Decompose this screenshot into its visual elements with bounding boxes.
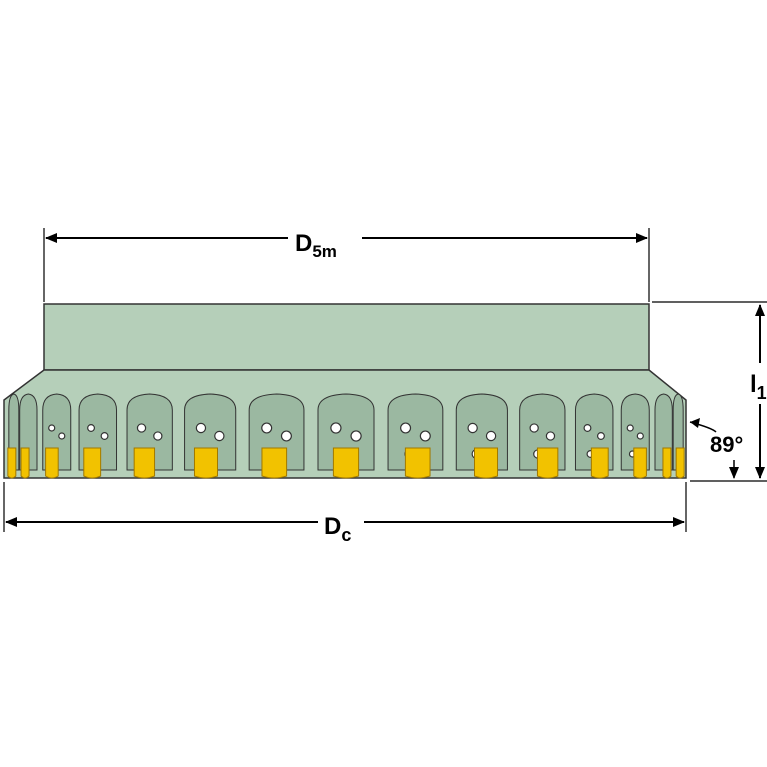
clamp-screw	[583, 424, 592, 432]
cutter-shank	[43, 303, 650, 371]
clamp-screw	[350, 430, 362, 442]
clamp-screw	[529, 423, 539, 433]
insert-pocket	[654, 393, 673, 479]
svg-text:Dc: Dc	[324, 513, 351, 545]
angle-label: 89°	[710, 432, 743, 457]
carbide-insert	[45, 447, 59, 479]
d5m-subscript: 5m	[312, 242, 337, 261]
clamp-screw	[400, 422, 412, 434]
insert-pocket	[42, 393, 72, 479]
insert-pocket	[620, 393, 650, 479]
insert-pocket	[248, 393, 305, 479]
insert-pocket	[455, 393, 508, 479]
d5m-dimension: D5m	[43, 228, 650, 302]
clamp-screw	[636, 432, 644, 440]
clamp-screw	[195, 422, 207, 434]
dc-subscript: c	[341, 525, 351, 545]
clamp-screw	[100, 432, 109, 440]
carbide-insert	[261, 447, 288, 479]
carbide-insert	[332, 447, 360, 479]
clamp-screw	[48, 424, 56, 432]
clamp-screw	[58, 432, 66, 440]
carbide-insert	[133, 447, 156, 479]
carbide-insert	[633, 447, 647, 479]
clamp-screw	[87, 424, 96, 432]
carbide-insert	[536, 447, 559, 479]
clamp-screw	[153, 431, 163, 441]
carbide-insert	[20, 447, 30, 479]
clamp-screw	[419, 430, 431, 442]
carbide-insert	[474, 447, 499, 479]
insert-pocket	[7, 393, 20, 479]
carbide-insert	[193, 447, 218, 479]
carbide-insert	[83, 447, 102, 479]
svg-text:l1: l1	[750, 371, 767, 403]
l1-dimension: l1	[652, 301, 767, 482]
insert-pocket	[126, 393, 173, 479]
insert-pocket	[387, 393, 444, 479]
carbide-insert	[590, 447, 609, 479]
insert-pocket	[574, 393, 614, 479]
dc-dimension: Dc	[3, 482, 687, 545]
clamp-screw	[467, 422, 478, 434]
insert-pocket	[519, 393, 566, 479]
carbide-insert	[7, 447, 17, 479]
clamp-screw	[485, 430, 497, 442]
d5m-label: D	[295, 230, 312, 257]
clamp-screw	[330, 422, 342, 434]
insert-pocket	[19, 393, 38, 479]
clamp-screw	[545, 431, 556, 441]
insert-pocket	[672, 393, 685, 479]
angle-annotation: 89°	[689, 418, 743, 479]
svg-text:D5m: D5m	[295, 230, 337, 261]
carbide-insert	[662, 447, 672, 479]
clamp-screw	[214, 430, 225, 442]
clamp-screw	[626, 424, 634, 432]
insert-pockets	[7, 393, 685, 479]
clamp-screw	[136, 423, 147, 433]
carbide-insert	[404, 447, 431, 479]
pocket-recess	[317, 393, 375, 471]
carbide-insert	[675, 447, 685, 479]
clamp-screw	[280, 430, 292, 442]
clamp-screw	[596, 432, 605, 440]
dc-label: D	[324, 513, 341, 540]
insert-pocket	[78, 393, 118, 479]
clamp-screw	[261, 422, 273, 434]
l1-subscript: 1	[757, 383, 767, 403]
insert-pocket	[184, 393, 237, 479]
l1-label: l	[750, 371, 757, 398]
insert-pocket	[317, 393, 375, 479]
